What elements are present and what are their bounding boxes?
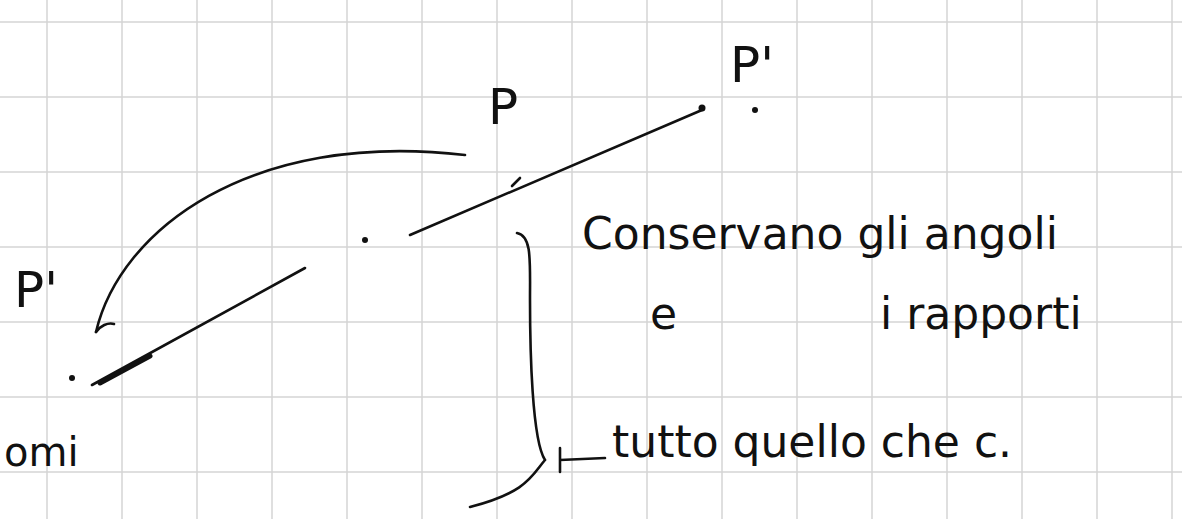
homothety-sketch: [92, 110, 702, 507]
point-label: P': [14, 265, 58, 315]
point-label: P': [730, 40, 774, 90]
handwritten-note: i rapporti: [880, 292, 1082, 336]
point-label: P: [488, 82, 518, 132]
handwritten-note: omi: [4, 432, 79, 472]
handwritten-note: e: [650, 292, 677, 336]
handwritten-note: tutto quello che c.: [612, 420, 1012, 464]
handwritten-note: Conservano gli angoli: [582, 212, 1058, 256]
